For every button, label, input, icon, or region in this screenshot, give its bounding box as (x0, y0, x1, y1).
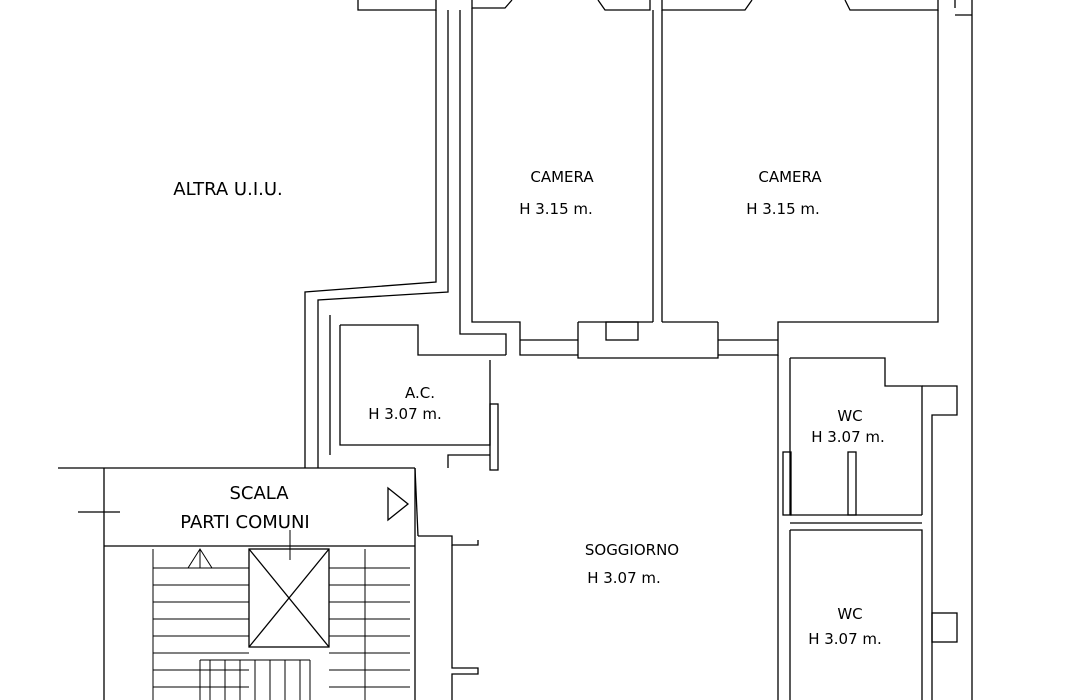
room-height-ac: H 3.07 m. (368, 405, 442, 423)
ac-walls (329, 315, 506, 471)
room-label-scala: SCALA (229, 483, 289, 504)
room-label-ac: A.C. (405, 384, 435, 402)
stair-treads (152, 549, 410, 700)
room-height-wc-2: H 3.07 m. (808, 630, 882, 648)
stair-walls (58, 467, 419, 700)
camera-1-walls (459, 8, 663, 356)
entrance-arrow-icon (387, 486, 410, 522)
room-height-camera-1: H 3.15 m. (519, 200, 593, 218)
camera-2-walls (520, 10, 939, 359)
room-height-wc-1: H 3.07 m. (811, 428, 885, 446)
outer-walls (357, 0, 973, 700)
wc-walls (777, 355, 958, 700)
soggiorno-walls (418, 535, 479, 700)
room-label-wc-2: WC (837, 605, 862, 623)
room-height-soggiorno: H 3.07 m. (587, 569, 661, 587)
room-label-camera-1: CAMERA (530, 168, 594, 186)
room-label-camera-2: CAMERA (758, 168, 822, 186)
altra-uiu-boundary (304, 10, 449, 468)
room-label-wc-1: WC (837, 407, 862, 425)
room-subtitle-scala: PARTI COMUNI (180, 512, 309, 533)
room-height-camera-2: H 3.15 m. (746, 200, 820, 218)
room-label-soggiorno: SOGGIORNO (585, 541, 679, 559)
room-label-altra-uiu: ALTRA U.I.U. (173, 179, 283, 200)
